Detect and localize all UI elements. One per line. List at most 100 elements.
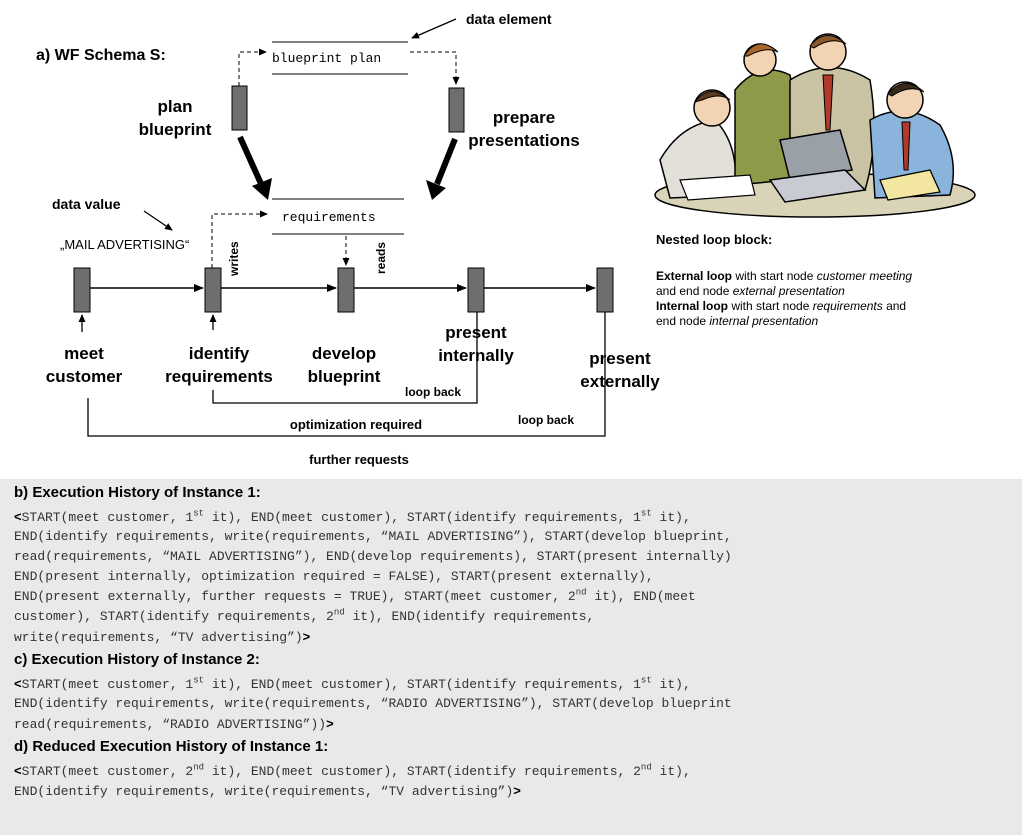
history-d-line-1: <START(meet customer, 2nd it), END(meet … [14, 763, 691, 779]
history-b-l1b: it), END(meet customer), START(identify … [204, 510, 641, 525]
meet-customer-label-1: meet [64, 344, 104, 363]
internal-loop-text-1: with start node [728, 299, 813, 313]
history-d-l1b: it), END(meet customer), START(identify … [204, 764, 641, 779]
plan-blueprint-label-2: blueprint [139, 120, 212, 139]
identify-requirements-node [204, 267, 222, 313]
present-externally-node [596, 267, 614, 313]
history-b-l6a: customer), START(identify requirements, … [14, 609, 334, 624]
meet-customer-node [73, 267, 91, 313]
history-d-title: d) Reduced Execution History of Instance… [14, 738, 329, 755]
sup-st: st [640, 508, 652, 519]
team-meeting-illustration [654, 33, 976, 218]
history-b-line-3: read(requirements, “MAIL ADVERTISING”), … [14, 549, 732, 564]
nested-loop-legend: Nested loop block: External loop with st… [656, 232, 1016, 329]
internal-loop-start: requirements [812, 299, 883, 313]
present-externally-label-1: present [589, 349, 651, 368]
history-b-l1a: START(meet customer, 1 [21, 510, 194, 525]
history-b-close: > [302, 629, 311, 644]
external-loop-text-1: with start node [732, 269, 817, 283]
history-b-line-2: END(identify requirements, write(require… [14, 529, 732, 544]
present-externally-label-2: externally [580, 372, 660, 391]
history-b-line-4: END(present internally, optimization req… [14, 569, 654, 584]
identify-requirements-label-2: requirements [165, 367, 273, 386]
sup-st: st [640, 675, 652, 686]
plan-blueprint-label-1: plan [158, 97, 193, 116]
refine-arrow-right-head [426, 180, 446, 200]
refine-arrow-left [237, 135, 265, 188]
history-b-open: < [14, 509, 22, 524]
internal-loop-text-3: end node [656, 314, 710, 328]
prepare-presentations-label-2: presentations [468, 131, 579, 150]
history-b-title: b) Execution History of Instance 1: [14, 484, 261, 501]
identify-writes-requirements-arrow [211, 210, 268, 268]
external-loop-line-1: External loop with start node customer m… [656, 269, 1016, 284]
external-loop-label: External loop [656, 269, 733, 283]
wf-schema-diagram: a) WF Schema S: data element blueprint p… [36, 11, 660, 467]
outer-loop-back-line [87, 312, 606, 437]
internal-loop-text-2: and [882, 299, 907, 313]
internal-loop-line-1: Internal loop with start node requiremen… [656, 299, 1016, 314]
history-b-l1c: it), [651, 510, 691, 525]
history-d-l1a: START(meet customer, 2 [21, 764, 194, 779]
prepare-presentations-node [448, 87, 465, 133]
data-value-arrow [143, 210, 173, 231]
blueprint-plan-label: blueprint plan [272, 51, 381, 66]
history-b-line-5: END(present externally, further requests… [14, 588, 696, 604]
develop-blueprint-node [337, 267, 355, 313]
external-loop-end: external presentation [732, 284, 845, 298]
identify-requirements-label-1: identify [189, 344, 250, 363]
history-c-close: > [326, 716, 334, 731]
history-c-line-1: <START(meet customer, 1st it), END(meet … [14, 676, 691, 692]
history-d-close: > [513, 783, 521, 798]
history-c-l1a: START(meet customer, 1 [21, 677, 194, 692]
history-c-line-2: END(identify requirements, write(require… [14, 696, 732, 711]
refine-arrow-left-head [252, 178, 272, 200]
history-d-l2: END(identify requirements, write(require… [14, 784, 514, 799]
history-b-l6b: it), END(identify requirements, [344, 609, 595, 624]
history-c-line-3: read(requirements, “RADIO ADVERTISING”))… [14, 716, 334, 732]
inner-loop-back-line [212, 312, 478, 404]
internal-loop-end: internal presentation [709, 314, 819, 328]
blueprint-to-prepare-read-arrow [410, 51, 460, 85]
sup-nd: nd [193, 762, 205, 773]
sup-st: st [193, 675, 205, 686]
inner-loop-back-label: loop back [405, 385, 461, 399]
execution-history-panel: b) Execution History of Instance 1: <STA… [0, 479, 1022, 835]
sup-nd: nd [640, 762, 652, 773]
history-b-line-7: write(requirements, “TV advertising”)> [14, 629, 310, 645]
history-c-open: < [14, 676, 22, 691]
present-internally-node [467, 267, 485, 313]
history-c-l1b: it), END(meet customer), START(identify … [204, 677, 641, 692]
history-d-l1c: it), [651, 764, 691, 779]
plan-to-blueprint-write-arrow [238, 48, 267, 86]
prepare-presentations-label-1: prepare [493, 108, 555, 127]
data-value-text: „MAIL ADVERTISING“ [60, 237, 189, 252]
writes-label: writes [227, 241, 241, 277]
history-b-line-6: customer), START(identify requirements, … [14, 607, 595, 624]
optimization-required-label: optimization required [290, 417, 422, 432]
data-element-arrow [411, 18, 457, 39]
history-b-l5b: it), END(meet [586, 589, 696, 604]
history-b-line-1: <START(meet customer, 1 st it), END(meet … [14, 509, 691, 525]
reads-label: reads [374, 242, 388, 274]
develop-blueprint-label-1: develop [312, 344, 376, 363]
external-loop-text-2: and end node [656, 284, 733, 298]
internal-loop-line-2: end node internal presentation [656, 314, 1016, 329]
outer-loop-back-label: loop back [518, 413, 574, 427]
refine-arrow-right [434, 137, 458, 186]
history-b-l5a: END(present externally, further requests… [14, 589, 576, 604]
history-d-open: < [14, 763, 22, 778]
internal-loop-label: Internal loop [656, 299, 728, 313]
external-loop-start: customer meeting [816, 269, 913, 283]
data-value-label: data value [52, 196, 121, 212]
plan-blueprint-node [231, 85, 248, 131]
history-c-l1c: it), [651, 677, 691, 692]
requirements-label: requirements [282, 210, 376, 225]
history-d-line-2: END(identify requirements, write(require… [14, 783, 521, 799]
present-internally-label-2: internally [438, 346, 514, 365]
nested-loop-title: Nested loop block: [656, 232, 773, 247]
data-element-label: data element [466, 11, 552, 27]
sup-nd: nd [333, 607, 345, 618]
external-loop-line-2: and end node external presentation [656, 284, 1016, 299]
develop-blueprint-label-2: blueprint [308, 367, 381, 386]
